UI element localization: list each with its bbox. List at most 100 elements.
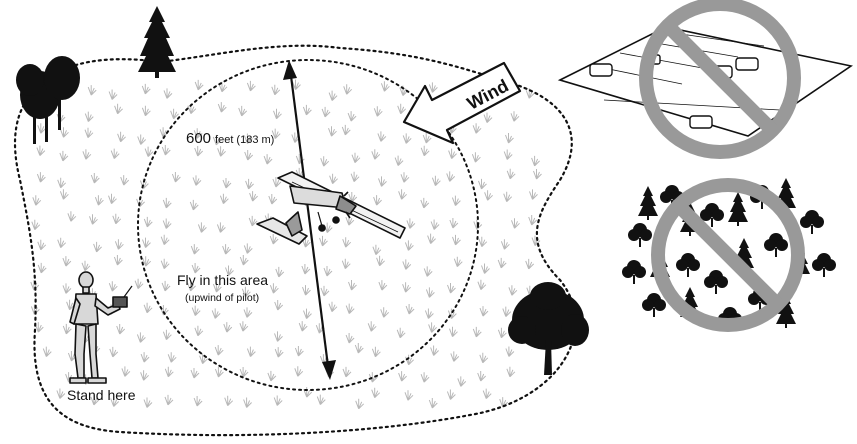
grass-tuft	[506, 133, 514, 143]
grass-tuft	[320, 236, 328, 246]
grass-tuft	[38, 240, 46, 250]
grass-tuft	[342, 125, 350, 135]
grass-tuft	[356, 399, 364, 409]
grass-tuft	[329, 302, 337, 312]
grass-tuft	[447, 390, 455, 400]
grass-tuft	[141, 352, 149, 362]
grass-tuft	[304, 309, 312, 319]
grass-tuft	[530, 189, 538, 199]
grass-tuft	[405, 240, 413, 250]
grass-tuft	[135, 279, 143, 289]
tree-cluster-left	[16, 56, 80, 144]
grass-tuft	[190, 200, 198, 210]
grass-pattern	[31, 80, 542, 409]
grass-tuft	[118, 132, 126, 142]
grass-tuft	[122, 366, 130, 376]
grass-tuft	[449, 149, 457, 159]
grass-tuft	[91, 173, 99, 183]
grass-tuft	[322, 107, 330, 117]
grass-tuft	[244, 307, 252, 317]
grass-tuft	[275, 331, 283, 341]
grass-tuft	[381, 81, 389, 91]
grass-tuft	[458, 376, 466, 386]
grass-tuft	[268, 371, 276, 381]
grass-tuft	[303, 285, 311, 295]
grass-tuft	[406, 304, 414, 314]
grass-tuft	[109, 194, 117, 204]
grass-tuft	[88, 85, 96, 95]
grass-tuft	[503, 307, 511, 317]
grass-tuft	[501, 239, 509, 249]
grass-tuft	[144, 217, 152, 227]
grass-tuft	[343, 367, 351, 377]
grass-tuft	[344, 84, 352, 94]
grass-tuft	[195, 146, 203, 156]
grass-tuft	[483, 389, 491, 399]
grass-tuft	[399, 371, 407, 381]
grass-tuft	[239, 106, 247, 116]
grass-tuft	[295, 366, 303, 376]
grass-tuft	[191, 368, 199, 378]
grass-tuft	[161, 235, 169, 245]
grass-tuft	[137, 332, 145, 342]
grass-tuft	[192, 306, 200, 316]
grass-tuft	[374, 195, 382, 205]
grass-tuft	[61, 127, 69, 137]
grass-tuft	[303, 105, 311, 115]
grass-tuft	[35, 322, 43, 332]
grass-tuft	[94, 242, 102, 252]
grass-tuft	[346, 304, 354, 314]
grass-tuft	[60, 151, 68, 161]
stand-here-label: Stand here	[67, 387, 136, 403]
grass-tuft	[421, 198, 429, 208]
grass-tuft	[472, 152, 480, 162]
grass-tuft	[317, 395, 325, 405]
grass-tuft	[90, 214, 98, 224]
grass-tuft	[424, 266, 432, 276]
grass-tuft	[507, 367, 515, 377]
grass-tuft	[329, 91, 337, 101]
grass-tuft	[395, 156, 403, 166]
grass-tuft	[302, 264, 310, 274]
grass-tuft	[32, 220, 40, 230]
grass-tuft	[506, 347, 514, 357]
grass-tuft	[163, 330, 171, 340]
grass-tuft	[60, 189, 68, 199]
grass-tuft	[295, 346, 303, 356]
grass-tuft	[425, 309, 433, 319]
grass-tuft	[58, 178, 66, 188]
grass-tuft	[274, 109, 282, 119]
grass-tuft	[114, 255, 122, 265]
grass-tuft	[33, 195, 41, 205]
grass-tuft	[399, 189, 407, 199]
grass-tuft	[450, 327, 458, 337]
fly-area-label: Fly in this area	[177, 272, 268, 288]
grass-tuft	[377, 256, 385, 266]
grass-tuft	[473, 327, 481, 337]
grass-tuft	[379, 280, 387, 290]
grass-tuft	[403, 133, 411, 143]
grass-tuft	[479, 179, 487, 189]
grass-tuft	[351, 172, 359, 182]
grass-tuft	[145, 147, 153, 157]
grass-tuft	[38, 123, 46, 133]
grass-tuft	[115, 104, 123, 114]
grass-tuft	[264, 154, 272, 164]
grass-tuft	[163, 198, 171, 208]
grass-tuft	[423, 133, 431, 143]
grass-tuft	[421, 146, 429, 156]
grass-tuft	[372, 388, 380, 398]
grass-tuft	[198, 222, 206, 232]
grass-tuft	[478, 280, 486, 290]
grass-tuft	[512, 218, 520, 228]
grass-tuft	[374, 106, 382, 116]
grass-tuft	[407, 218, 415, 228]
grass-tuft	[454, 257, 462, 267]
grass-tuft	[63, 256, 71, 266]
wind-arrow-icon: Wind	[404, 63, 520, 143]
grass-tuft	[473, 123, 481, 133]
grass-tuft	[349, 280, 357, 290]
grass-tuft	[223, 244, 231, 254]
grass-tuft	[321, 156, 329, 166]
